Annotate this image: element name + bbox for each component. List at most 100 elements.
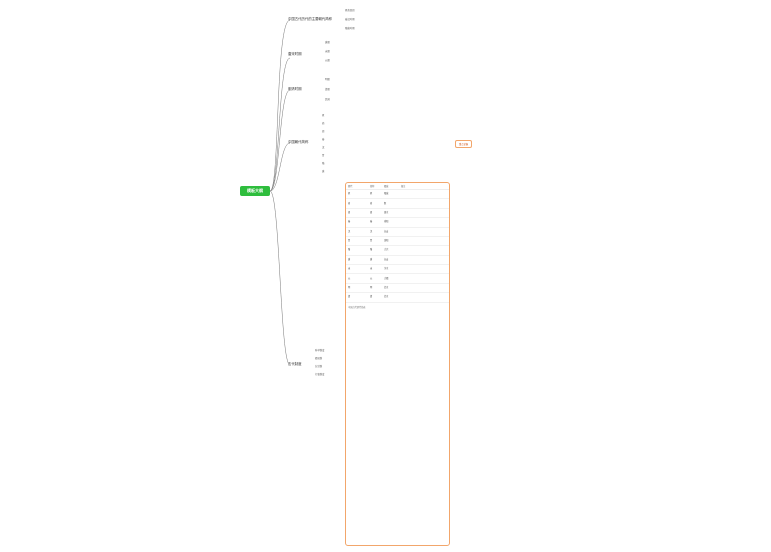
connector-line (269, 142, 291, 192)
leaf: 宋朝 (325, 50, 330, 53)
table-cell: 隋 (368, 245, 382, 256)
leaf: 清朝 (325, 88, 330, 91)
table-cell: 汉 (368, 227, 382, 237)
table-cell: 大都 (382, 273, 399, 284)
table-cell: 秦 (346, 217, 368, 228)
table-cell: 清 (368, 292, 382, 303)
table-row: 明明北京 (346, 283, 449, 294)
table-row: 晋晋洛阳 (346, 236, 449, 247)
table-row: 秦秦咸阳 (346, 217, 449, 228)
connector-line (269, 89, 291, 192)
leaf: 夏 (322, 114, 325, 117)
dynasty-table: 朝代 简称 都城 备注 夏夏阳城商商殷周周镐京秦秦咸阳汉汉长安晋晋洛阳隋隋大兴唐… (345, 182, 450, 546)
table-row: 汉汉长安 (346, 227, 449, 237)
table-cell (399, 236, 449, 247)
table-cell (399, 245, 449, 256)
table-cell: 隋 (346, 245, 368, 256)
table-cell: 晋 (346, 236, 368, 247)
topic-2[interactable]: 明清时期 (288, 87, 302, 91)
table-cell: 长安 (382, 255, 399, 266)
leaf: 晋 (322, 154, 325, 157)
topic-3[interactable]: 中国朝代简称 (288, 140, 309, 144)
table-cell (399, 273, 449, 284)
table-row: 宋宋汴京 (346, 264, 449, 275)
table-cell: 唐 (368, 255, 382, 266)
leaf: 行省制度 (315, 373, 325, 376)
leaf: 明朝 (325, 78, 330, 81)
root-label: 模板大纲 (247, 188, 263, 193)
table-cell: 殷 (382, 198, 399, 209)
table-cell: 夏 (368, 189, 382, 200)
table-cell: 明 (368, 283, 382, 294)
table-cell (399, 227, 449, 237)
leaf: 隋唐时期 (345, 27, 355, 30)
table-cell: 秦 (368, 217, 382, 228)
column-header: 朝代 (346, 183, 368, 190)
column-header: 备注 (399, 183, 449, 190)
table-row: 隋隋大兴 (346, 245, 449, 256)
table-cell: 汉 (346, 227, 368, 237)
table-row: 周周镐京 (346, 208, 449, 219)
table-cell: 周 (346, 208, 368, 219)
table-cell: 商 (368, 198, 382, 209)
topic-0[interactable]: 中国古代历代的主要朝代简称 (288, 17, 333, 21)
table-cell: 北京 (382, 283, 399, 294)
leaf: 郡县制 (315, 357, 323, 360)
topic-1[interactable]: 唐宋时期 (288, 52, 302, 56)
table-cell (399, 189, 449, 200)
root-topic[interactable]: 模板大纲 (240, 186, 270, 196)
leaf: 分封制 (315, 365, 323, 368)
leaf: 夏商西周 (345, 9, 355, 12)
column-header: 简称 (368, 183, 382, 190)
leaf: 商 (322, 122, 325, 125)
leaf: 周 (322, 130, 325, 133)
table-cell: 元 (346, 273, 368, 284)
table-cell (399, 255, 449, 266)
table-cell: 明 (346, 283, 368, 294)
table-cell (399, 217, 449, 228)
table-row: 商商殷 (346, 198, 449, 209)
table-cell: 唐 (346, 255, 368, 266)
table-cell (399, 292, 449, 303)
table-cell: 汴京 (382, 264, 399, 275)
table-cell: 咸阳 (382, 217, 399, 228)
table-cell: 夏 (346, 189, 368, 200)
table-cell: 元 (368, 273, 382, 284)
leaf: 秦 (322, 138, 325, 141)
table-cell: 宋 (346, 264, 368, 275)
table-cell: 商 (346, 198, 368, 209)
leaf: 唐朝 (325, 41, 330, 44)
leaf: 唐 (322, 170, 325, 173)
leaf: 隋 (322, 162, 325, 165)
topic-4[interactable]: 古代制度 (288, 362, 302, 366)
table-cell: 镐京 (382, 208, 399, 219)
table-cell: 大兴 (382, 245, 399, 256)
leaf: 科举制度 (315, 349, 325, 352)
table-cell: 周 (368, 208, 382, 219)
connector-line (269, 57, 291, 192)
column-header: 都城 (382, 183, 399, 190)
table-cell: 晋 (368, 236, 382, 247)
table-row: 清清北京 (346, 292, 449, 303)
table-cell (399, 264, 449, 275)
table-footer: 中国古代朝代简表 (348, 306, 366, 309)
table-cell: 清 (346, 292, 368, 303)
table-row: 唐唐长安 (346, 255, 449, 266)
note-callout: 重点掌握 (455, 140, 473, 148)
table-header-row: 朝代 简称 都城 备注 (346, 183, 449, 190)
leaf: 秦汉时期 (345, 18, 355, 21)
table-row: 夏夏阳城 (346, 189, 449, 200)
table-cell (399, 208, 449, 219)
table-cell (399, 198, 449, 209)
table-cell (399, 283, 449, 294)
table-cell: 北京 (382, 292, 399, 303)
table-cell: 阳城 (382, 189, 399, 200)
leaf: 汉 (322, 146, 325, 149)
leaf: 民国 (325, 98, 330, 101)
table-cell: 长安 (382, 227, 399, 237)
table-cell: 洛阳 (382, 236, 399, 247)
table-cell: 宋 (368, 264, 382, 275)
connector-line (269, 190, 291, 366)
connector-line (269, 19, 291, 192)
